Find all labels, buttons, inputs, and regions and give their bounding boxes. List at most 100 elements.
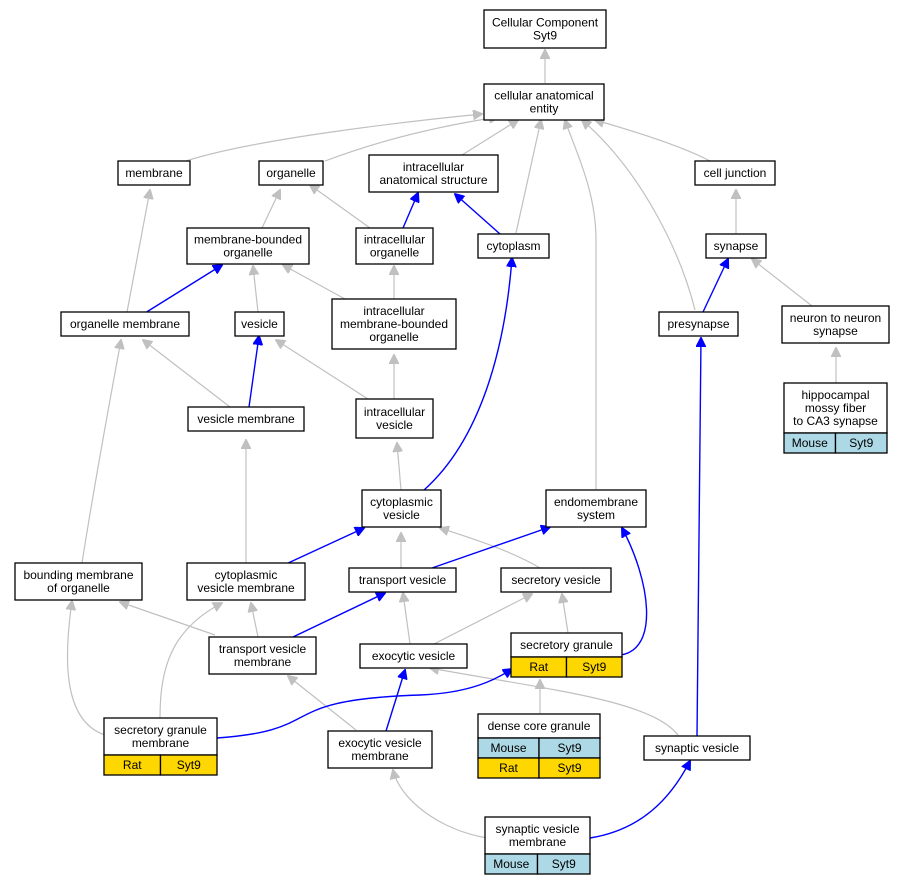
- node-label-line: membrane: [351, 749, 409, 763]
- node-om[interactable]: organelle membrane: [60, 311, 190, 337]
- edge-bmo-to-om: [81, 340, 121, 564]
- edge-tv-to-es: [431, 527, 550, 569]
- node-label-line: membrane: [132, 736, 190, 750]
- node-ev[interactable]: exocytic vesicle: [359, 643, 468, 669]
- node-box: [500, 567, 612, 593]
- node-label-line: intracellular: [403, 160, 464, 174]
- edge-organelle-to-cae: [324, 117, 498, 162]
- edge-svm-to-synv: [589, 761, 690, 839]
- node-box: [355, 227, 434, 265]
- node-box: [477, 713, 601, 739]
- node-label-line: hippocampal: [801, 388, 869, 402]
- node-organelle[interactable]: organelle: [258, 160, 324, 186]
- edge-io-to-organelle: [310, 185, 371, 229]
- node-membrane[interactable]: membrane: [117, 160, 191, 186]
- node-box: [14, 562, 143, 601]
- node-box: [327, 730, 433, 769]
- node-label-line: organelle: [266, 166, 316, 180]
- node-label-line: entity: [530, 102, 559, 116]
- node-box: [361, 489, 442, 528]
- edge-ev-to-sv: [431, 594, 532, 646]
- edge-sv-to-cv: [440, 528, 541, 569]
- node-label-line: organelle membrane: [70, 317, 180, 331]
- node-box: [208, 636, 317, 675]
- node-vesicle[interactable]: vesicle: [234, 311, 285, 337]
- edge-es-to-cae: [565, 120, 597, 490]
- annotation-cell-bg: [159, 754, 218, 776]
- annotation-gene: Syt9: [582, 660, 606, 674]
- node-box: [483, 9, 607, 49]
- node-label-line: intracellular: [363, 304, 424, 318]
- edge-membrane-to-cae: [185, 114, 482, 162]
- edge-synv-to-presynapse: [697, 338, 701, 737]
- edges: [67, 50, 836, 839]
- edge-vesicle-to-mbo: [253, 266, 258, 313]
- edge-vm-to-om: [143, 340, 231, 408]
- node-label-line: presynapse: [667, 317, 729, 331]
- edge-cytoplasm-to-cae: [515, 120, 541, 234]
- edge-sg-to-sv: [562, 594, 569, 634]
- node-celljunction[interactable]: cell junction: [694, 160, 776, 186]
- node-label-line: membrane: [234, 655, 292, 669]
- node-vm[interactable]: vesicle membrane: [187, 406, 305, 432]
- node-cytoplasm[interactable]: cytoplasm: [477, 233, 550, 259]
- node-label-line: of organelle: [47, 581, 110, 595]
- edge-presynapse-to-cae: [582, 120, 696, 311]
- node-label-line: intracellular: [364, 233, 425, 247]
- node-label-line: endomembrane: [554, 495, 638, 509]
- annotation-species: Mouse: [493, 857, 529, 871]
- node-sv[interactable]: secretory vesicle: [500, 567, 612, 593]
- annotation-cell-bg: [538, 757, 601, 779]
- edge-sgm-to-cvm: [159, 603, 222, 719]
- node-label-line: organelle: [370, 246, 420, 260]
- node-label-line: vesicle: [376, 418, 413, 432]
- node-presynapse[interactable]: presynapse: [658, 311, 739, 337]
- node-box: [359, 643, 468, 669]
- edge-iv-to-vesicle: [276, 340, 369, 400]
- node-label-line: vesicle: [383, 508, 420, 522]
- node-label-line: synaptic vesicle: [655, 741, 739, 755]
- edge-om-to-mbo: [144, 265, 222, 314]
- node-label-line: exocytic vesicle: [338, 736, 422, 750]
- edge-om-to-membrane: [126, 190, 150, 313]
- edge-ev-to-tv: [403, 593, 411, 645]
- node-tv[interactable]: transport vesicle: [348, 567, 457, 593]
- node-label-line: secretory granule: [114, 723, 207, 737]
- node-synv[interactable]: synaptic vesicle: [643, 735, 751, 761]
- node-label-line: Syt9: [533, 29, 557, 43]
- node-box: [258, 160, 324, 186]
- node-label-line: transport vesicle: [219, 642, 307, 656]
- annotation-gene: Syt9: [557, 741, 581, 755]
- node-label-line: membrane: [125, 166, 183, 180]
- node-synapse[interactable]: synapse: [705, 233, 767, 259]
- node-label-line: membrane-bounded: [340, 317, 448, 331]
- node-label-line: anatomical structure: [379, 173, 487, 187]
- node-box: [103, 717, 218, 756]
- node-label-line: cellular anatomical: [494, 89, 593, 103]
- annotation-gene: Syt9: [849, 436, 873, 450]
- node-label-line: Cellular Component: [492, 16, 599, 30]
- node-label-line: synaptic vesicle: [495, 822, 579, 836]
- node-label-line: organelle: [369, 330, 419, 344]
